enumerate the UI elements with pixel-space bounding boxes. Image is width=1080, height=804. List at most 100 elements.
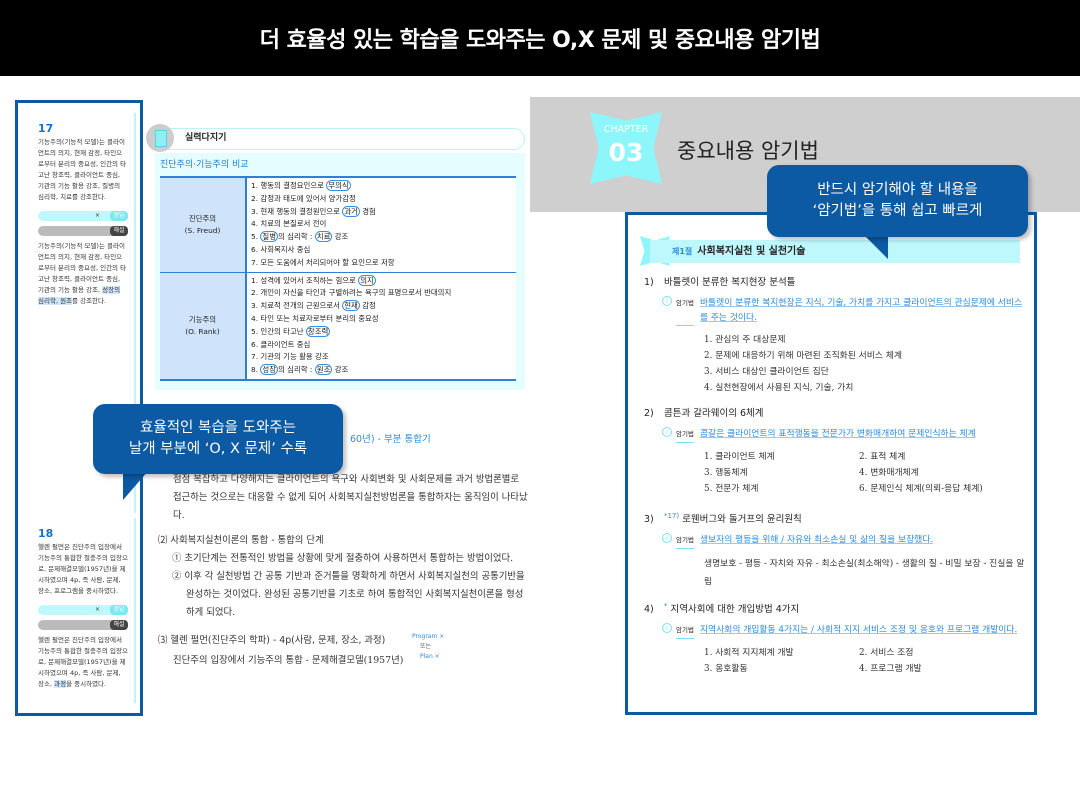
ox-question-18: 18 헬렌 펄먼은 진단주의 입장에서 기능주의 통합한 절충주의 입장으로, … xyxy=(24,518,136,703)
info-icon: i xyxy=(662,427,672,437)
section-3-title: ⑶ 헬렌 펄먼(진단주의 학파) - 4p(사람, 문제, 장소, 과정) xyxy=(158,635,386,646)
list-item: 3. 서비스 대상인 클라이언트 집단 xyxy=(704,367,829,377)
topic-num: 2) xyxy=(644,408,654,419)
callout-line: 반드시 암기해야 할 내용을 xyxy=(817,182,978,198)
topic-title: 3) *17)로웬버그와 돌거프의 윤리원칙 xyxy=(644,511,1029,525)
answer-bar[interactable]: × 정답 xyxy=(38,605,128,615)
section-title: 사회복지실천 및 실천기술 xyxy=(697,246,806,257)
memo-text: 바틀렛이 분류한 복지현장은 지식, 기술, 가치를 가지고 클라이언트의 관심… xyxy=(699,298,1023,323)
list-item: 1. 클라이언트 체계 xyxy=(704,452,775,462)
row-item: 6. 사회복지사 중심 xyxy=(251,244,311,254)
explain-bar[interactable]: 해설 xyxy=(38,226,128,236)
answer-bar[interactable]: ×정답 xyxy=(38,211,128,221)
topic-num: 4) xyxy=(644,604,654,615)
note-line: Program × xyxy=(412,633,445,640)
explain-bar[interactable]: 해설 xyxy=(38,620,128,630)
callout-line: 효율적인 복습을 도와주는 xyxy=(140,420,296,436)
topic-num: 3) xyxy=(644,514,654,525)
row-sub: (O. Rank) xyxy=(185,326,220,336)
banner-title: 더 효율성 있는 학습을 도와주는 O,X 문제 및 중요내용 암기법 xyxy=(0,0,1080,76)
book-icon xyxy=(146,124,174,152)
answer-tag[interactable]: 정답 xyxy=(110,605,128,615)
margin-note: Program × 또는 Plan × xyxy=(412,632,444,662)
memo-page-frame xyxy=(625,212,1037,715)
list-item: 4. 프로그램 개발 xyxy=(859,664,922,674)
row-item: 3. 현재 행동의 결정원인으로 과거 경험 xyxy=(251,205,376,217)
row-sub: (S. Freud) xyxy=(184,225,221,235)
row-item: 4. 치료의 본질로서 전이 xyxy=(251,219,327,229)
section-2-title: ⑵ 사회복지실천이론의 통합 - 통합의 단계 xyxy=(158,535,324,546)
row-item: 4. 타인 또는 치료자로부터 분리의 중요성 xyxy=(251,313,379,323)
comparison-box: 진단주의·기능주의 비교 진단주의(S. Freud)1. 행동의 결정요인으로… xyxy=(155,153,525,390)
memo-text: 생보자의 평등을 위해 / 자유와 최소손실 및 삶의 질을 보장했다. xyxy=(699,535,934,545)
callout-tail xyxy=(123,470,149,500)
memo-tag: 암기법 xyxy=(676,427,694,443)
callout-line: 날개 부분에 ‘O, X 문제’ 수록 xyxy=(128,441,308,457)
topic-title-text: 바틀렛이 분류한 복지현장 분석틀 xyxy=(664,277,796,288)
explain-tag[interactable]: 해설 xyxy=(110,620,128,630)
topic-title-text: 콤튼과 갈라웨이의 6체계 xyxy=(664,408,764,419)
question-text: 기능주의(기능적 모델)는 클라이언트의 의지, 현재 감정, 타인으로부터 분… xyxy=(38,138,127,201)
topic-title-text: 로웬버그와 돌거프의 윤리원칙 xyxy=(682,514,802,525)
explain-text: 를 강조한다. xyxy=(72,297,107,305)
answer-mark: × xyxy=(94,606,100,613)
info-icon: i xyxy=(662,296,672,306)
list-item: 6. 문제인식 체계(의뢰-응답 체계) xyxy=(859,484,983,494)
memo-text: 콤갈은 클라이언트의 표적행동을 전문가가 변화매개하여 문제인식하는 체계 xyxy=(699,429,976,439)
chapter-label: CHAPTER xyxy=(603,124,649,135)
explain-highlight: 과정 xyxy=(54,680,67,688)
section-tag: 제1절 xyxy=(672,247,693,256)
list-item: 1. 관심의 주 대상문제 xyxy=(704,335,786,345)
info-icon: i xyxy=(662,533,672,543)
row-item: 6. 클라이언트 중심 xyxy=(251,339,311,349)
memo-line: i 암기법 콤갈은 클라이언트의 표적행동을 전문가가 변화매개하여 문제인식하는 … xyxy=(644,427,1029,443)
topic-num: 1) xyxy=(644,277,654,288)
topic: 3) *17)로웬버그와 돌거프의 윤리원칙 i 암기법 생보자의 평등을 위해 / 자… xyxy=(644,511,1029,591)
answer-tag[interactable]: 정답 xyxy=(110,211,128,221)
topic-title: 4)*지역사회에 대한 개입방법 4가지 xyxy=(644,601,1029,615)
memo-tag: 암기법 xyxy=(676,533,694,549)
row-item: 1. 성격에 있어서 조직하는 힘으로 의지 xyxy=(251,274,376,286)
note-line: 또는 xyxy=(420,643,432,650)
explain-text: 헬렌 펄먼은 진단주의 입장에서 기능주의 통합한 절충주의 입장으로, 문제해… xyxy=(38,636,128,688)
chapter-number: 03 xyxy=(608,138,644,167)
star-mark: *17) xyxy=(664,511,680,520)
section-heading-partial: 60년) - 부분 통합기 xyxy=(350,434,431,445)
list-item: 2. 서비스 조정 xyxy=(859,648,914,658)
question-number: 17 xyxy=(38,122,54,135)
question-text: 헬렌 펄먼은 진단주의 입장에서 기능주의 통합한 절충주의 입장으로, 문제해… xyxy=(38,543,128,595)
row-item: 3. 치료적 전개의 근원으로서 현재 감정 xyxy=(251,300,376,312)
callout-line: ‘암기법’을 통해 쉽고 빠르게 xyxy=(812,203,983,219)
list-item: 4. 실천현장에서 사용된 지식, 기술, 가치 xyxy=(704,383,854,393)
row-item: 2. 감정과 태도에 있어서 양가감정 xyxy=(251,193,356,203)
section-3-body: 진단주의 입장에서 기능주의 통합 - 문제해결모델(1957년) xyxy=(173,655,404,666)
topic-title-text: 지역사회에 대한 개입방법 4가지 xyxy=(670,604,800,615)
callout-ox: 효율적인 복습을 도와주는 날개 부분에 ‘O, X 문제’ 수록 xyxy=(93,404,343,474)
memo-tag: 암기법 xyxy=(676,623,694,639)
question-number: 18 xyxy=(38,527,54,540)
section-2-list: ① 초기단계는 전통적인 방법을 상황에 맞게 절충하여 사용하면서 통합하는 … xyxy=(172,550,530,622)
callout-memo: 반드시 암기해야 할 내용을 ‘암기법’을 통해 쉽고 빠르게 xyxy=(767,165,1028,237)
row-item: 7. 모든 도움에서 처리되어야 할 요인으로 저항 xyxy=(251,257,395,267)
row-header: 진단주의 (S. Freud) xyxy=(160,176,247,273)
explain-text: 기능주의(기능적 모델)는 클라이언트의 의지, 현재 감정, 타인으로부터 분… xyxy=(38,242,127,294)
chapter-star-badge xyxy=(590,112,662,184)
list-item: 3. 행동체계 xyxy=(704,468,748,478)
list-item: 2. 문제에 대응하기 위해 마련된 조직화된 서비스 체계 xyxy=(704,351,902,361)
row-item: 7. 기관의 기능 활용 강조 xyxy=(251,352,329,362)
row-item: 5. 인간의 타고난 창조력 xyxy=(251,325,331,337)
row-head: 진단주의 xyxy=(188,213,217,223)
explain-tag[interactable]: 해설 xyxy=(110,226,128,236)
memo-body: 생명보호 - 평등 - 자치와 자유 - 최소손실(최소해악) - 생활의 질 … xyxy=(704,559,1025,587)
paragraph: 점점 복잡하고 다양해지는 클라이언트의 욕구와 사회변화 및 사회문제를 과거… xyxy=(173,474,528,521)
